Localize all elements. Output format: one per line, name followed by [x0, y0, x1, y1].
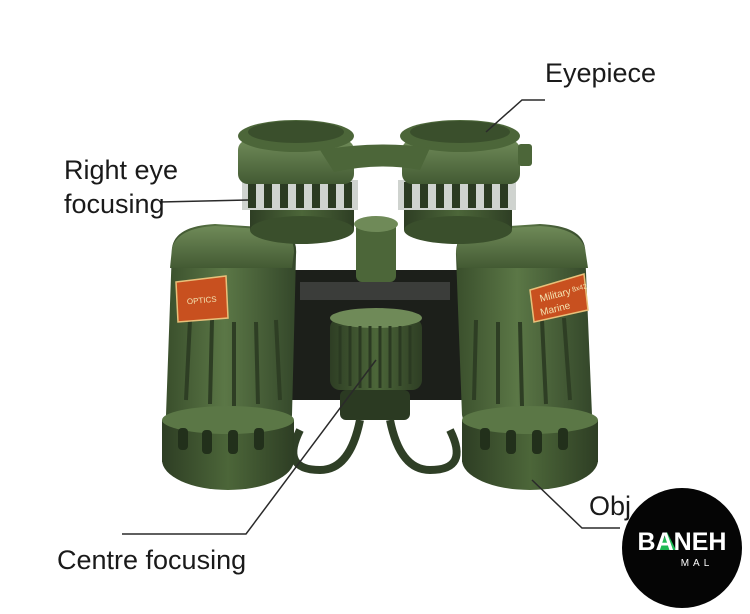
logo-triangle-icon	[658, 532, 676, 550]
left-eyepiece	[238, 120, 358, 244]
right-eye-focusing-label: Right eye focusing	[64, 155, 179, 219]
leader-line-eyepiece	[485, 99, 545, 133]
centre-focus-wheel	[330, 308, 422, 390]
right-eyepiece	[398, 120, 532, 244]
strap-left	[289, 419, 364, 475]
centre-focusing-label: Centre focusing	[57, 545, 247, 575]
right-badge: Military Marine 8x42	[529, 273, 589, 323]
right-badge-spec: 8x42	[571, 283, 588, 293]
objective-label: Obj	[589, 491, 632, 521]
right-barrel	[455, 224, 598, 490]
lens-cap-strap	[320, 144, 430, 172]
left-barrel	[162, 224, 297, 490]
hinge-post	[354, 216, 398, 282]
leader-line-right-eye	[159, 199, 249, 203]
left-badge: OPTICS	[175, 275, 229, 323]
logo-main-text: BANEH	[637, 528, 727, 556]
leader-line-centre	[122, 359, 377, 535]
left-badge-text: OPTICS	[187, 295, 217, 307]
eyepiece-label: Eyepiece	[545, 58, 657, 88]
logo-sub-text: MAL	[680, 558, 714, 569]
leader-line-objective	[531, 479, 620, 529]
strap-right	[386, 419, 461, 475]
baneh-logo: BANEH MAL	[622, 488, 742, 608]
